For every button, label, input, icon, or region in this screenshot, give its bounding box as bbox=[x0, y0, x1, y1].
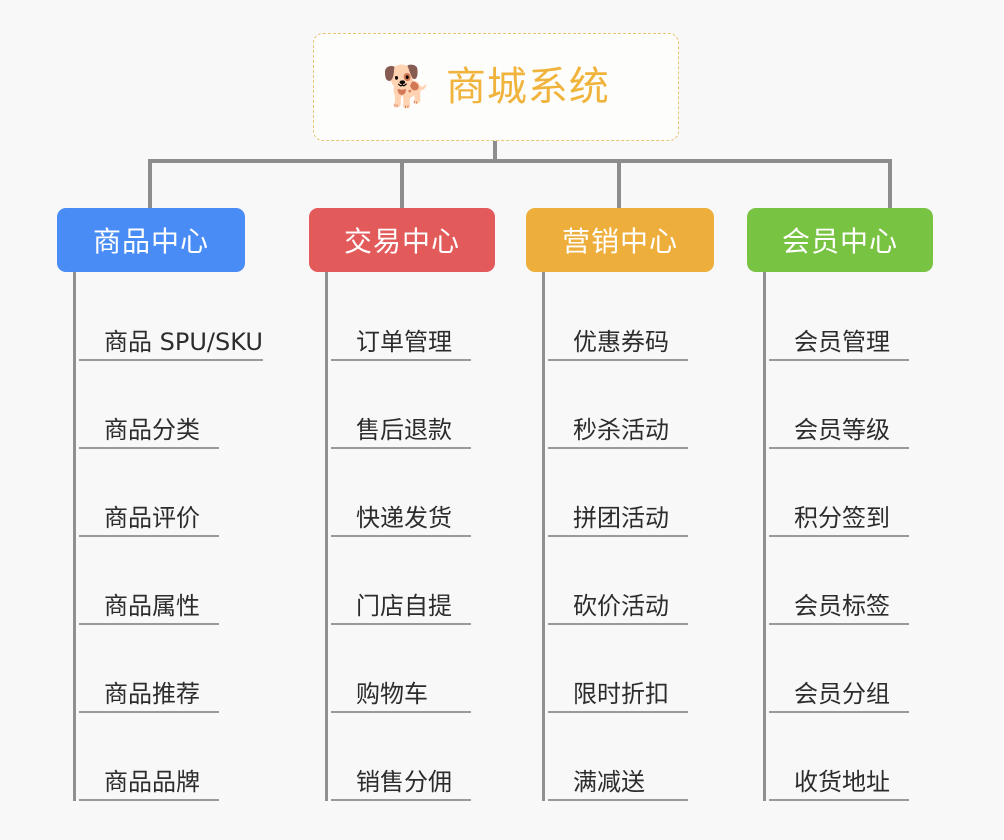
branch-marketing-center: 营销中心 优惠券码 秒杀活动 拼团活动 砍价活动 限时折扣 满减送 bbox=[526, 208, 714, 801]
branch-header-label: 交易中心 bbox=[343, 225, 460, 258]
list-item-label: 商品评价 bbox=[104, 503, 200, 532]
branch-header-label: 商品中心 bbox=[92, 225, 209, 258]
list-item-label: 商品分类 bbox=[104, 415, 200, 444]
branch-header-label: 营销中心 bbox=[561, 225, 678, 258]
list-item[interactable]: 商品评价 bbox=[79, 465, 219, 537]
list-item-label: 订单管理 bbox=[356, 327, 452, 356]
branch-product-center: 商品中心 商品 SPU/SKU 商品分类 商品评价 商品属性 商品推荐 商品品牌 bbox=[57, 208, 263, 801]
list-item-label: 砍价活动 bbox=[573, 591, 669, 620]
branch-items-marketing-center: 优惠券码 秒杀活动 拼团活动 砍价活动 限时折扣 满减送 bbox=[542, 272, 714, 801]
list-item[interactable]: 满减送 bbox=[548, 729, 688, 801]
list-item-label: 购物车 bbox=[356, 679, 428, 708]
list-item[interactable]: 商品属性 bbox=[79, 553, 219, 625]
list-item[interactable]: 优惠券码 bbox=[548, 289, 688, 361]
branch-header-label: 会员中心 bbox=[781, 225, 898, 258]
list-item-label: 会员标签 bbox=[794, 591, 890, 620]
connector-drop-marketing-center bbox=[617, 159, 621, 211]
list-item[interactable]: 会员管理 bbox=[769, 289, 909, 361]
connector-drop-member-center bbox=[888, 159, 892, 211]
list-item[interactable]: 售后退款 bbox=[331, 377, 471, 449]
branch-header-marketing-center[interactable]: 营销中心 bbox=[526, 208, 714, 272]
list-item[interactable]: 砍价活动 bbox=[548, 553, 688, 625]
list-item[interactable]: 订单管理 bbox=[331, 289, 471, 361]
list-item[interactable]: 商品 SPU/SKU bbox=[79, 289, 263, 361]
list-item-label: 会员分组 bbox=[794, 679, 890, 708]
branch-items-member-center: 会员管理 会员等级 积分签到 会员标签 会员分组 收货地址 bbox=[763, 272, 933, 801]
shiba-dog-face-icon: 🐕 bbox=[382, 64, 432, 110]
list-item[interactable]: 快递发货 bbox=[331, 465, 471, 537]
list-item[interactable]: 商品分类 bbox=[79, 377, 219, 449]
list-item-label: 限时折扣 bbox=[573, 679, 669, 708]
list-item-label: 秒杀活动 bbox=[573, 415, 669, 444]
list-item-label: 快递发货 bbox=[356, 503, 452, 532]
list-item-label: 商品属性 bbox=[104, 591, 200, 620]
list-item[interactable]: 限时折扣 bbox=[548, 641, 688, 713]
connector-bus bbox=[148, 159, 892, 163]
list-item[interactable]: 拼团活动 bbox=[548, 465, 688, 537]
list-item[interactable]: 商品品牌 bbox=[79, 729, 219, 801]
list-item-label: 优惠券码 bbox=[573, 327, 669, 356]
branch-items-product-center: 商品 SPU/SKU 商品分类 商品评价 商品属性 商品推荐 商品品牌 bbox=[73, 272, 263, 801]
list-item-label: 收货地址 bbox=[794, 767, 890, 796]
branch-header-product-center[interactable]: 商品中心 bbox=[57, 208, 245, 272]
connector-drop-product-center bbox=[148, 159, 152, 211]
list-item[interactable]: 商品推荐 bbox=[79, 641, 219, 713]
branch-member-center: 会员中心 会员管理 会员等级 积分签到 会员标签 会员分组 收货地址 bbox=[747, 208, 933, 801]
branch-trade-center: 交易中心 订单管理 售后退款 快递发货 门店自提 购物车 销售分佣 bbox=[309, 208, 495, 801]
list-item-label: 满减送 bbox=[573, 767, 645, 796]
list-item-label: 销售分佣 bbox=[356, 767, 452, 796]
root-title: 商城系统 bbox=[445, 64, 610, 110]
list-item-label: 商品 SPU/SKU bbox=[104, 327, 263, 356]
list-item-label: 会员等级 bbox=[794, 415, 890, 444]
list-item[interactable]: 购物车 bbox=[331, 641, 471, 713]
list-item-label: 拼团活动 bbox=[573, 503, 669, 532]
list-item[interactable]: 会员等级 bbox=[769, 377, 909, 449]
branch-items-trade-center: 订单管理 售后退款 快递发货 门店自提 购物车 销售分佣 bbox=[325, 272, 495, 801]
branch-header-member-center[interactable]: 会员中心 bbox=[747, 208, 933, 272]
list-item[interactable]: 秒杀活动 bbox=[548, 377, 688, 449]
list-item-label: 积分签到 bbox=[794, 503, 890, 532]
list-item-label: 会员管理 bbox=[794, 327, 890, 356]
list-item[interactable]: 会员分组 bbox=[769, 641, 909, 713]
list-item-label: 门店自提 bbox=[356, 591, 452, 620]
list-item[interactable]: 会员标签 bbox=[769, 553, 909, 625]
list-item-label: 商品品牌 bbox=[104, 767, 200, 796]
list-item[interactable]: 销售分佣 bbox=[331, 729, 471, 801]
list-item[interactable]: 门店自提 bbox=[331, 553, 471, 625]
list-item-label: 售后退款 bbox=[356, 415, 452, 444]
list-item-label: 商品推荐 bbox=[104, 679, 200, 708]
list-item[interactable]: 收货地址 bbox=[769, 729, 909, 801]
branch-header-trade-center[interactable]: 交易中心 bbox=[309, 208, 495, 272]
root-node[interactable]: 🐕 商城系统 bbox=[313, 33, 679, 141]
list-item[interactable]: 积分签到 bbox=[769, 465, 909, 537]
connector-stem bbox=[493, 141, 497, 163]
connector-drop-trade-center bbox=[400, 159, 404, 211]
